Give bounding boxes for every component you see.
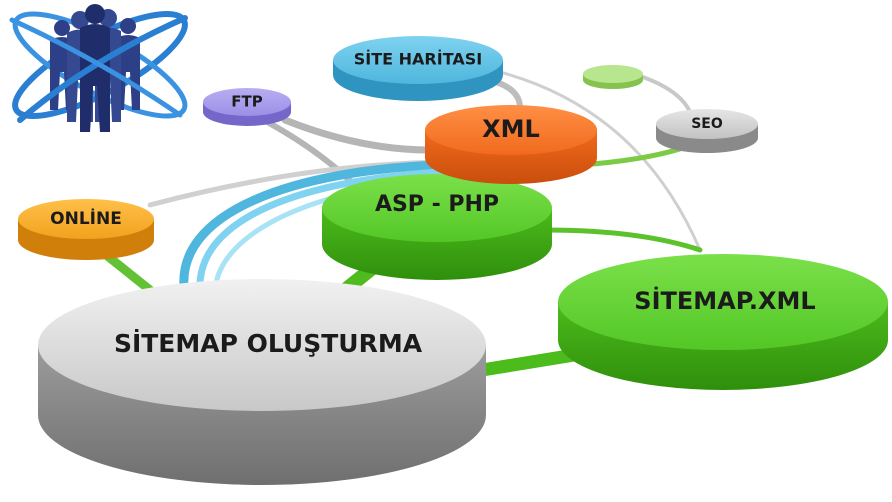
- node-label: ONLİNE: [50, 207, 122, 229]
- node-label: XML: [482, 115, 540, 143]
- connector-asp-sitemapxml: [542, 227, 703, 253]
- node-site-haritasi: SİTE HARİTASI: [333, 36, 503, 101]
- connector-sitehar-right: [498, 70, 702, 252]
- disc-top: [425, 105, 597, 155]
- node-label: SİTEMAP OLUŞTURMA: [114, 328, 423, 358]
- disc-top: [333, 36, 503, 84]
- node-sitemap-xml: SİTEMAP.XML: [558, 254, 888, 390]
- node-xml: XML: [425, 105, 597, 184]
- disc-top: [558, 254, 888, 350]
- node-label: SİTE HARİTASI: [354, 50, 482, 69]
- connector-ftp-xml: [281, 116, 434, 154]
- node-label: SİTEMAP.XML: [634, 286, 815, 315]
- disc-top: [18, 199, 154, 239]
- connector-lightgreen-seo: [638, 74, 692, 114]
- node-ftp: FTP: [203, 88, 291, 126]
- node-sitemap-olusturma: SİTEMAP OLUŞTURMA: [38, 279, 486, 485]
- business-team-orbit-logo: [9, 4, 188, 132]
- disc-top: [38, 279, 486, 411]
- disc-top: [656, 109, 758, 139]
- orbit-ring-front-icon: [9, 17, 183, 118]
- node-asp-php: ASP - PHP: [322, 174, 552, 280]
- node-seo: SEO: [656, 109, 758, 153]
- node-small-green: [583, 65, 643, 89]
- disc-top: [583, 65, 643, 83]
- node-label: FTP: [231, 93, 262, 111]
- node-label: SEO: [691, 116, 723, 132]
- connector-blue-1: [179, 160, 445, 300]
- connector-blue-2: [196, 168, 444, 296]
- disc-top: [203, 88, 291, 116]
- disc-top: [322, 174, 552, 242]
- node-online: ONLİNE: [18, 199, 154, 260]
- node-label: ASP - PHP: [375, 192, 499, 217]
